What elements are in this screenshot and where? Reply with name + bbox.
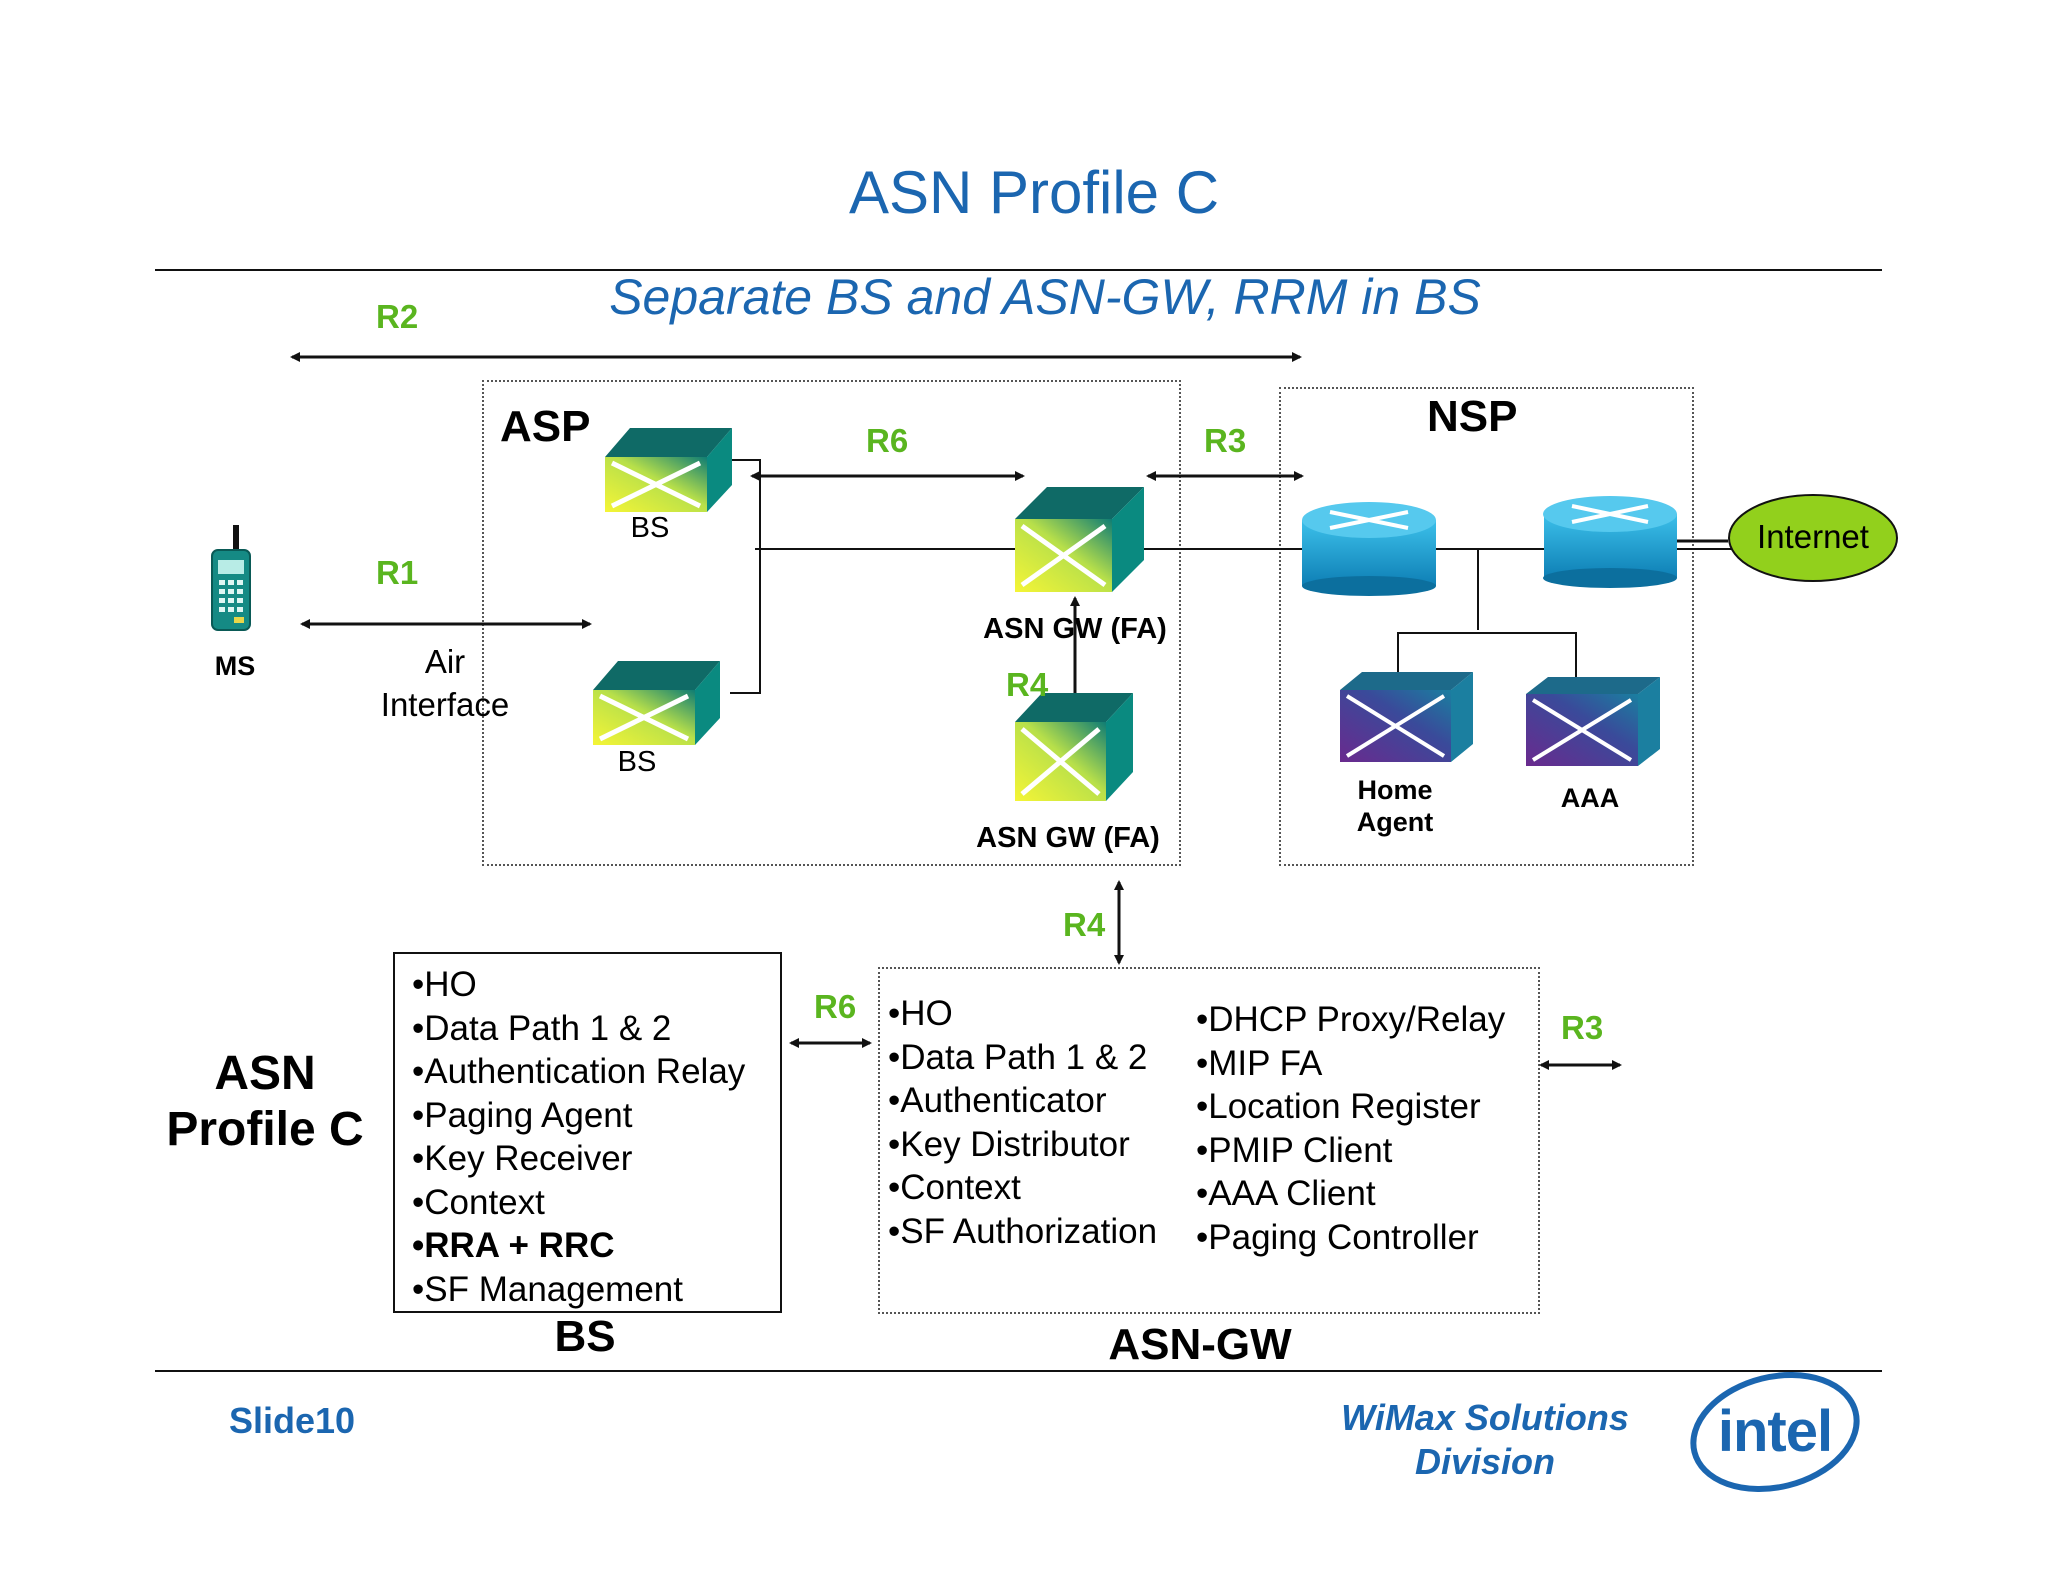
asngw-function-item: •Data Path 1 & 2 — [888, 1037, 1148, 1077]
r6-top-label: R6 — [866, 422, 909, 459]
asngw-function-item: •PMIP Client — [1196, 1130, 1393, 1170]
aaa-cube — [1526, 677, 1660, 766]
r4-lower-label: R4 — [1063, 906, 1106, 943]
asn-gw-bottom-label: ASN GW (FA) — [976, 822, 1160, 854]
profile-label-line1: ASN — [214, 1047, 316, 1100]
bs-function-item: •HO — [412, 965, 477, 1004]
asngw-function-item: •SF Authorization — [888, 1211, 1158, 1251]
asngw-function-item: •Authenticator — [888, 1081, 1107, 1120]
mobile-phone-icon — [211, 525, 251, 631]
internet-label: Internet — [1757, 518, 1869, 555]
asngw-function-item: •DHCP Proxy/Relay — [1196, 1000, 1506, 1039]
bs-function-item: •Data Path 1 & 2 — [412, 1008, 672, 1048]
bs-top-label: BS — [630, 512, 670, 544]
nsp-label: NSP — [1427, 392, 1518, 441]
title-divider — [155, 269, 1882, 271]
r6-bottom-label: R6 — [814, 988, 857, 1025]
division-label-line2: Division — [1414, 1441, 1556, 1482]
intel-logo — [1690, 1371, 1860, 1493]
asngw-function-item: •AAA Client — [1196, 1174, 1376, 1213]
asngw-function-item: •Paging Controller — [1196, 1217, 1479, 1257]
profile-label: ASN Profile C — [140, 1046, 390, 1158]
division-label: WiMax Solutions Division — [1300, 1396, 1670, 1484]
r3-top-label: R3 — [1204, 422, 1247, 459]
home-agent-label-1: Home — [1357, 775, 1433, 805]
bs-function-item: •Key Receiver — [412, 1139, 633, 1178]
asngw-function-item: •Context — [888, 1168, 1021, 1207]
bs-bottom-cube — [593, 661, 720, 745]
nsp-domain-box — [1279, 387, 1694, 866]
slide-number: Slide10 — [229, 1400, 356, 1441]
slide-subtitle: Separate BS and ASN-GW, RRM in BS — [609, 269, 1481, 325]
bs-function-list: •HO •Data Path 1 & 2 •Authentication Rel… — [412, 963, 745, 1311]
division-label-line1: WiMax Solutions — [1341, 1397, 1629, 1438]
router-right-icon — [1543, 496, 1677, 588]
bs-top-cube — [605, 428, 732, 512]
router-left-icon — [1302, 502, 1436, 596]
bs-function-item: •Context — [412, 1182, 545, 1222]
asp-label: ASP — [500, 402, 591, 451]
aaa-label: AAA — [1560, 783, 1620, 813]
bs-bracket — [730, 459, 761, 694]
profile-label-line2: Profile C — [166, 1103, 364, 1156]
r1-label: R1 — [376, 554, 419, 591]
asngw-function-item: •MIP FA — [1196, 1043, 1323, 1083]
asngw-function-item: •HO — [888, 994, 953, 1033]
home-agent-cube — [1340, 672, 1473, 762]
footer-divider — [155, 1370, 1882, 1372]
internet-ellipse — [1728, 494, 1898, 582]
asngw-function-list-1: •HO •Data Path 1 & 2 •Authenticator •Key… — [888, 992, 1157, 1253]
asngw-function-item: •Location Register — [1196, 1087, 1481, 1126]
bs-bottom-label: BS — [617, 746, 657, 778]
air-label: Air — [424, 643, 466, 680]
asngw-section-label: ASN-GW — [1108, 1320, 1292, 1369]
bs-function-item: •SF Management — [412, 1269, 683, 1309]
bs-function-item: •RRA + RRC — [412, 1226, 615, 1265]
asn-gw-top-label: ASN GW (FA) — [983, 613, 1167, 645]
asn-gw-bottom-cube — [1015, 693, 1133, 801]
bs-section-label: BS — [554, 1312, 616, 1361]
asngw-function-item: •Key Distributor — [888, 1124, 1130, 1164]
asn-gw-top-cube — [1015, 487, 1144, 592]
r2-label: R2 — [376, 298, 419, 335]
intel-logo-text: intel — [1717, 1399, 1833, 1464]
bs-function-item: •Authentication Relay — [412, 1052, 746, 1091]
bs-function-box — [393, 952, 782, 1313]
home-agent-label-2: Agent — [1356, 807, 1434, 837]
bs-function-item: •Paging Agent — [412, 1095, 633, 1135]
r4-mid-label: R4 — [1006, 666, 1049, 703]
asngw-function-box — [878, 967, 1540, 1314]
slide-title: ASN Profile C — [848, 159, 1220, 226]
r3-bottom-label: R3 — [1561, 1009, 1604, 1046]
nsp-tree — [1397, 632, 1577, 680]
ms-label: MS — [214, 651, 256, 681]
interface-label: Interface — [380, 686, 510, 723]
asngw-function-list-2: •DHCP Proxy/Relay •MIP FA •Location Regi… — [1196, 998, 1505, 1259]
